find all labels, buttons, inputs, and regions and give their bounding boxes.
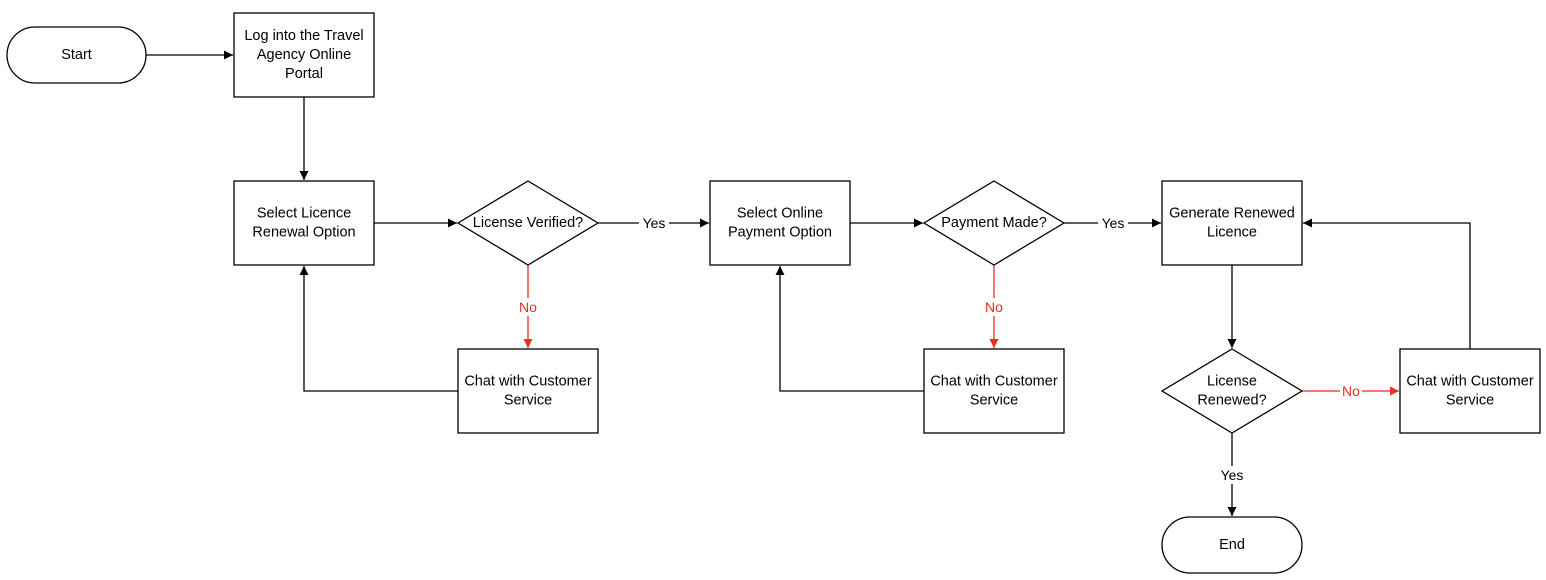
node-label-line: Generate Renewed [1169,206,1295,222]
terminator-shape [1161,516,1303,574]
node-label-line: License [1207,374,1257,390]
process-shape [1399,348,1541,434]
edge-label-background [517,298,539,316]
terminator-node-end: End [1161,516,1303,574]
edge-label-background [1340,382,1362,400]
process-shape [233,180,375,266]
node-label-line: Service [970,393,1018,409]
node-label-line: Licence [1207,225,1257,241]
node-label-line: Payment Made? [941,215,1047,231]
process-shape [457,348,599,434]
node-label-line: Payment Option [728,225,832,241]
edge-label-background [639,214,669,232]
decision-node-payment-made: Payment Made? [922,180,1066,266]
edge-layer [146,50,1471,516]
node-label-line: Chat with Customer [464,374,591,390]
node-label-line: Renewed? [1197,393,1266,409]
edge-label-background [1098,214,1128,232]
node-label-line: License Verified? [473,215,583,231]
node-label-line: Log into the Travel [244,28,363,44]
terminator-node-start: Start [6,26,147,84]
process-shape [1161,180,1303,266]
node-label-line: Renewal Option [252,225,355,241]
process-shape [709,180,851,266]
process-shape [923,348,1065,434]
process-shape [233,12,375,98]
connector-chat-2-to-select-payment [775,266,924,392]
connector-chat-1-to-select-renewal [299,266,458,392]
edge-label-background [1217,466,1247,484]
node-label-line: Service [1446,393,1494,409]
edge-label-yes: Yes [643,215,666,231]
node-label-line: End [1219,537,1245,553]
edge-label-yes: Yes [1102,215,1125,231]
node-label-line: Select Licence [257,206,351,222]
node-label-line: Start [61,47,92,63]
connector-chat-3-to-generate-licence [1303,218,1471,349]
node-label-line: Select Online [737,206,823,222]
node-label-line: Agency Online [257,47,351,63]
decision-shape [1160,348,1304,434]
decision-node-license-verified: License Verified? [456,180,600,266]
node-label-line: Service [504,393,552,409]
edge-label-no: No [985,299,1003,315]
edge-label-background [983,298,1005,316]
edge-label-no: No [519,299,537,315]
node-label-line: Chat with Customer [1406,374,1533,390]
edge-label-yes: Yes [1221,467,1244,483]
node-label-line: Chat with Customer [930,374,1057,390]
node-label-line: Portal [285,66,323,82]
decision-shape [456,180,600,266]
decision-shape [922,180,1066,266]
edge-label-no: No [1342,383,1360,399]
terminator-shape [6,26,147,84]
